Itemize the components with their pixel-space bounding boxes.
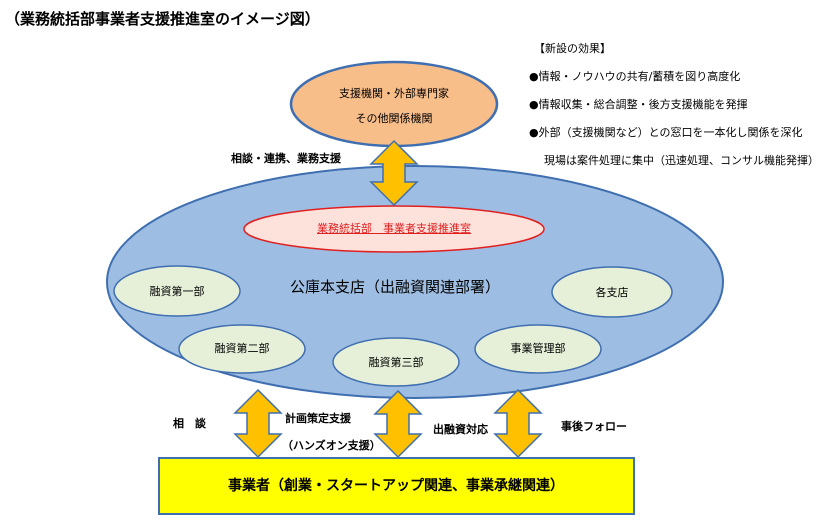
diagram-title: （業務統括部事業者支援推進室のイメージ図）	[5, 10, 320, 28]
handson-support-label: （ハンズオン支援）	[282, 439, 381, 452]
dept-ellipse-5	[551, 266, 673, 318]
dept-label-5: 各支店	[595, 286, 629, 299]
dept-label-3: 融資第三部	[368, 356, 424, 369]
followup-label: 事後フォロー	[561, 420, 627, 433]
business-label: 事業者（創業・スタートアップ関連、事業承継関連）	[228, 478, 564, 494]
hq-label: 公庫本支店（出融資関連部署）	[289, 278, 501, 296]
effects-note: 現場は案件処理に集中（迅速処理、コンサル機能発揮）	[544, 154, 819, 167]
external-label-line1: 支援機関・外部専門家	[339, 87, 449, 100]
effects-item-2: ●情報収集・総合調整・後方支援機能を発揮	[529, 98, 748, 111]
bottom-arrow-middle	[373, 389, 423, 459]
effects-item-3: ●外部（支援機関など）との窓口を一本化し関係を深化	[529, 126, 803, 139]
plan-support-label: 計画策定支援	[285, 412, 351, 425]
bottom-arrow-left	[233, 388, 283, 459]
business-box	[158, 457, 635, 515]
dept-label-1: 融資第一部	[149, 285, 205, 298]
dept-label-4: 事業管理部	[510, 342, 566, 355]
external-label-line2: その他関係機関	[355, 112, 433, 125]
effects-item-1: ●情報・ノウハウの共有/蓄積を図り高度化	[529, 70, 741, 83]
dept-label-2: 融資第二部	[214, 342, 270, 355]
effects-heading: 【新設の効果】	[534, 42, 611, 55]
office-label: 業務統括部 事業者支援推進室	[317, 222, 471, 235]
dept-ellipse-2	[178, 324, 306, 374]
consult-label: 相 談	[173, 417, 206, 430]
external-ellipse	[289, 60, 499, 148]
bottom-arrow-right	[493, 388, 543, 459]
dept-ellipse-1	[113, 265, 241, 317]
dept-ellipse-4	[474, 324, 602, 374]
dept-ellipse-3	[332, 337, 460, 387]
top-double-arrow	[369, 139, 419, 207]
investment-label: 出融資対応	[433, 423, 488, 436]
top-arrow-label: 相談・連携、業務支援	[231, 152, 341, 165]
